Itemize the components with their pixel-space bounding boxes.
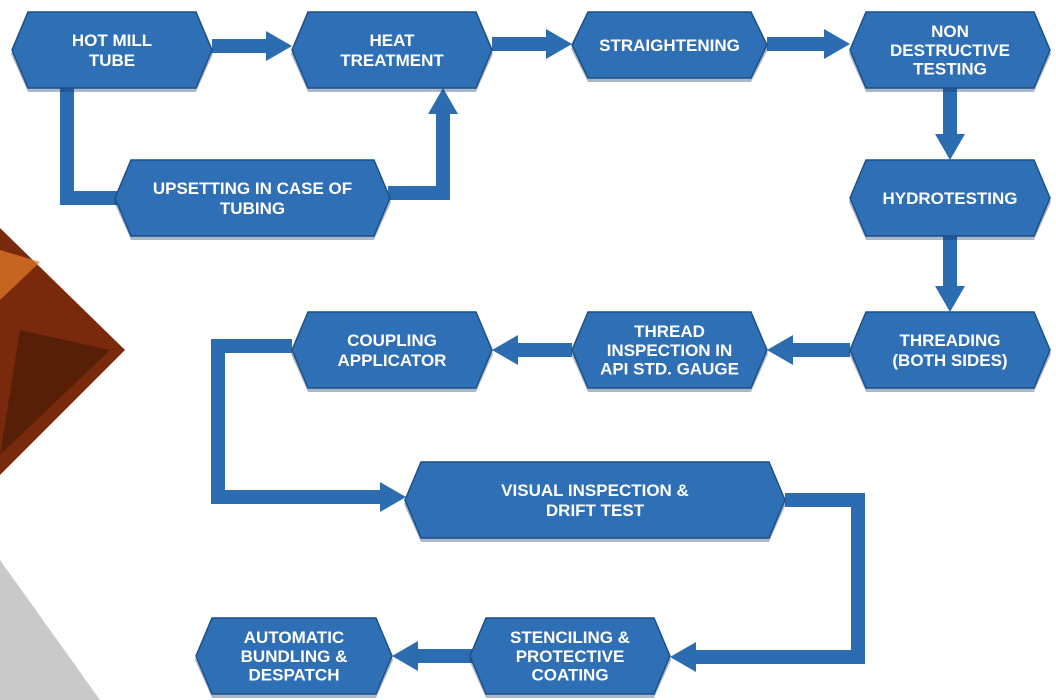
node-label-line: TUBING [220, 199, 285, 218]
arrow-to-visual-inspection [380, 482, 406, 512]
node-label-line: AUTOMATIC [244, 628, 344, 647]
node-label-line: TREATMENT [340, 51, 444, 70]
node-label-line: THREADING [899, 331, 1000, 350]
node-shape [469, 617, 671, 695]
node-shape [291, 11, 493, 89]
node-label-line: UPSETTING IN CASE OF [153, 179, 352, 198]
node-label-line: DESTRUCTIVE [890, 41, 1010, 60]
node-label-line: COATING [531, 666, 608, 685]
node-label-line: COUPLING [347, 331, 437, 350]
node-threading: THREADING(BOTH SIDES) [849, 311, 1051, 392]
node-label-line: INSPECTION IN [607, 341, 733, 360]
node-straightening: STRAIGHTENING [571, 11, 768, 82]
node-shape [849, 311, 1051, 389]
node-label-line: (BOTH SIDES) [892, 351, 1007, 370]
node-label-line: HYDROTESTING [882, 189, 1017, 208]
gray-corner-shape [0, 560, 100, 700]
molten-metal-glow [0, 250, 40, 300]
node-visual-inspection: VISUAL INSPECTION &DRIFT TEST [404, 461, 786, 542]
node-label-line: DESPATCH [249, 666, 340, 685]
node-shape [291, 311, 493, 389]
node-label-line: TUBE [89, 51, 135, 70]
node-shape [404, 461, 786, 539]
molten-metal-shadow [0, 330, 110, 455]
connector-coupling-to-visual [211, 339, 382, 504]
node-hydrotesting: HYDROTESTING [849, 159, 1051, 240]
node-shape [195, 617, 393, 695]
connector-visual-to-stenciling [695, 493, 865, 664]
arrow-to-hydrotesting [935, 134, 965, 160]
node-label-line: THREAD [634, 322, 705, 341]
arrow-to-threading [935, 286, 965, 312]
connector-upsetting-to-heat [388, 112, 450, 200]
arrow-to-stenciling [670, 642, 696, 672]
node-label-line: STENCILING & [510, 628, 630, 647]
arrow-to-thread-inspection [767, 335, 793, 365]
arrow-to-ndt [824, 29, 850, 59]
arrowheads [266, 29, 965, 672]
node-label-line: API STD. GAUGE [600, 360, 739, 379]
node-label-line: DRIFT TEST [546, 501, 645, 520]
node-shape [114, 159, 391, 237]
arrow-up-to-heat-treatment [428, 88, 458, 114]
arrow-to-automatic-bundling [392, 641, 418, 671]
node-label-line: STRAIGHTENING [599, 36, 740, 55]
arrow-to-heat-treatment [266, 31, 292, 61]
node-shape [571, 11, 768, 79]
node-label-line: NON [931, 22, 969, 41]
connectors [60, 37, 957, 664]
node-label-line: BUNDLING & [241, 647, 348, 666]
node-label-line: VISUAL INSPECTION & [501, 481, 689, 500]
node-label-line: HOT MILL [72, 31, 152, 50]
node-label-line: PROTECTIVE [516, 647, 625, 666]
arrow-to-straightening [546, 29, 572, 59]
node-label-line: TESTING [913, 60, 987, 79]
node-shape [571, 311, 768, 389]
node-shape [11, 11, 213, 89]
connector-hotmill-to-upsetting [60, 88, 118, 205]
node-label-line: APPLICATOR [338, 351, 447, 370]
node-shape [849, 11, 1051, 89]
node-shape [849, 159, 1051, 237]
background-decoration [0, 228, 125, 700]
node-label-line: HEAT [369, 31, 415, 50]
arrow-to-coupling-applicator [492, 335, 518, 365]
